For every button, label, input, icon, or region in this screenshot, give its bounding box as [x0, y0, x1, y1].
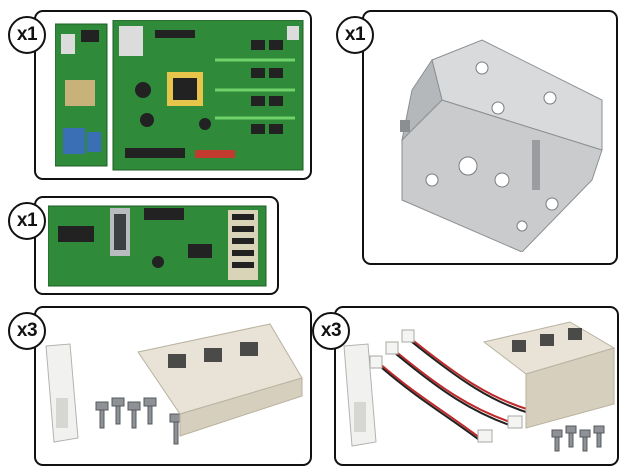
heatsink-bracket-image [400, 39, 603, 252]
quantity-badge: x1 [8, 16, 46, 54]
main-control-board-image [55, 20, 304, 171]
quantity-badge: x1 [336, 16, 374, 54]
interface-board-image [48, 205, 267, 287]
quantity-badge: x1 [8, 202, 46, 240]
quantity-badge: x3 [8, 312, 46, 350]
igbt-module-kit-a-image [45, 323, 303, 445]
quantity-badge: x3 [312, 312, 350, 350]
igbt-module-kit-b-image [343, 321, 616, 452]
